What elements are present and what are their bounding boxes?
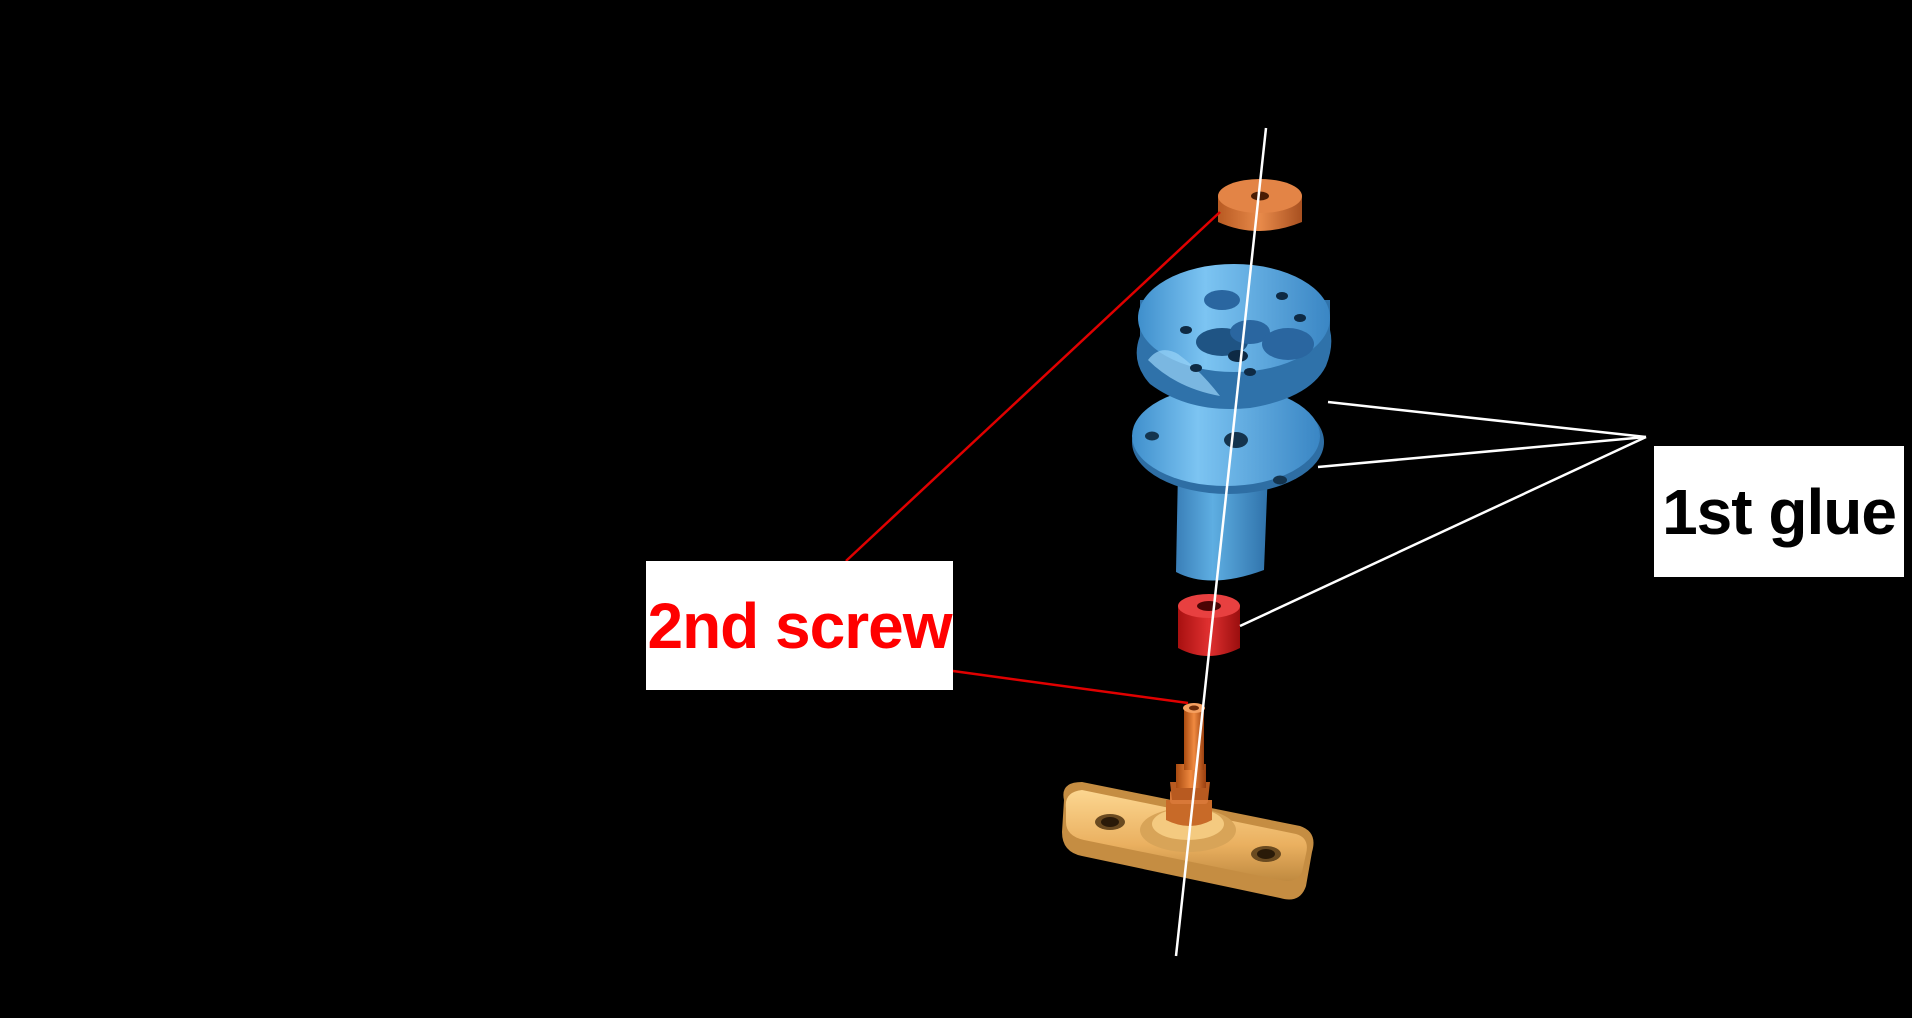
- label-1st-glue-text: 1st glue: [1662, 475, 1897, 548]
- assembly-axis-line: [1174, 127, 1268, 957]
- label-2nd-screw: 2nd screw: [646, 561, 953, 690]
- label-2nd-screw-text: 2nd screw: [647, 589, 952, 662]
- glue-leader-lines: [1239, 400, 1647, 628]
- label-1st-glue: 1st glue: [1654, 446, 1904, 577]
- screw-leader-lines: [845, 211, 1221, 705]
- top-washer: [1218, 179, 1302, 231]
- red-spacer: [1178, 594, 1240, 656]
- blue-hub: [1136, 264, 1332, 409]
- blue-flange-tube: [1132, 386, 1324, 581]
- screw-shaft: [1166, 703, 1212, 826]
